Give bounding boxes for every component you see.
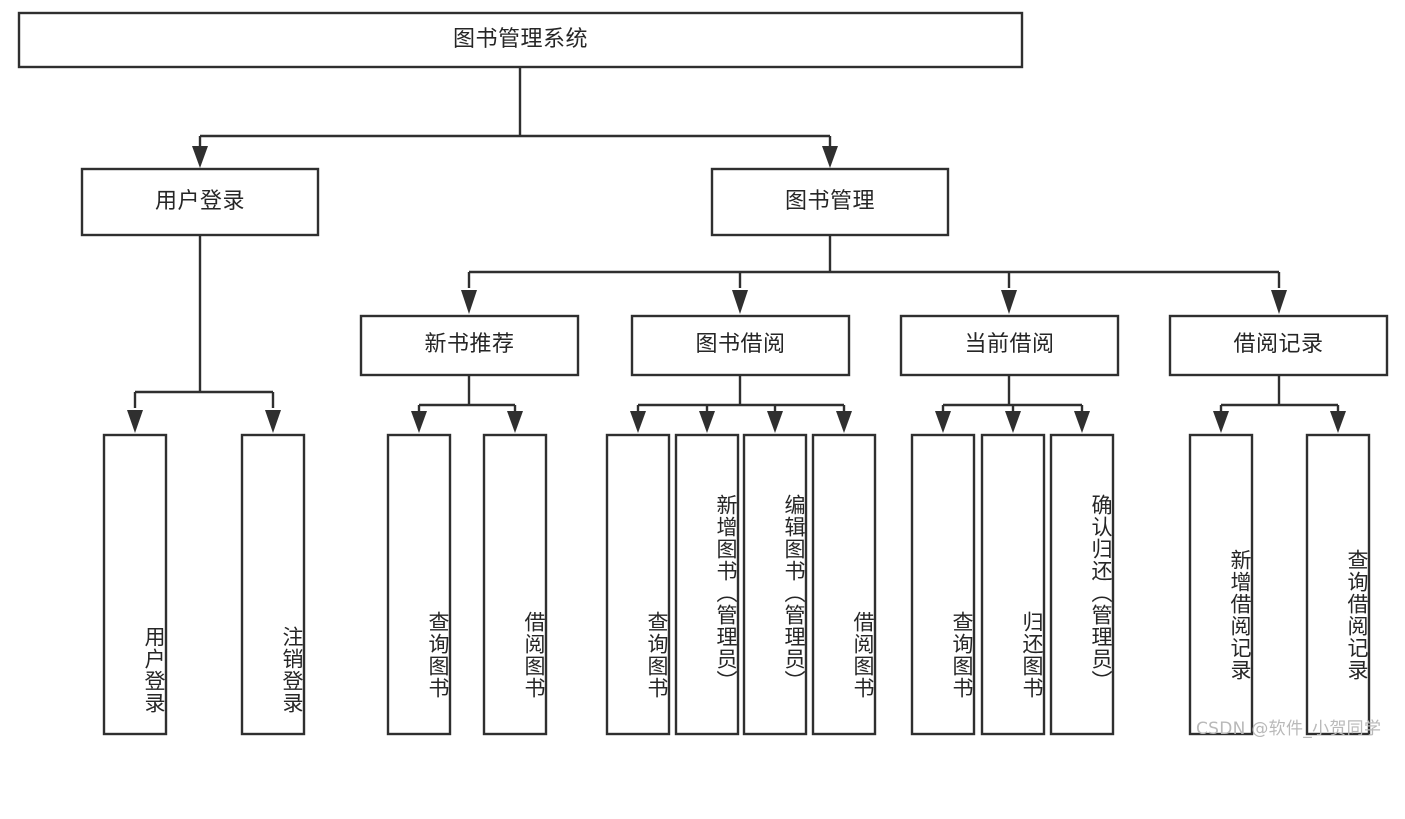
node-box-leaf-user-logout[interactable] [240,433,306,736]
arrow-head-leaf-query-book-3 [935,411,951,433]
node-box-leaf-user-login[interactable] [102,433,168,736]
arrow-head-new-book-recommend [461,290,477,314]
arrow-head-borrow-record [1271,290,1287,314]
arrow-head-leaf-confirm-return [1074,411,1090,433]
node-box-leaf-query-book-3[interactable] [910,433,976,736]
node-box-borrow-record[interactable] [1168,314,1389,377]
node-box-book-management[interactable] [710,167,950,237]
node-box-leaf-query-book-2[interactable] [605,433,671,736]
diagram-canvas-root: 图书管理系统 用户登录 图书管理 新书推荐 图书借阅 当前借阅 借阅记录 用户登… [17,11,1389,739]
node-box-leaf-query-record[interactable] [1305,433,1371,736]
arrow-head-leaf-return-book [1005,411,1021,433]
arrow-head-leaf-query-book-2 [630,411,646,433]
arrow-head-book-borrow [732,290,748,314]
tree-diagram-svg [17,11,1389,736]
node-box-leaf-borrow-book-2[interactable] [811,433,877,736]
node-box-leaf-query-book-1[interactable] [386,433,452,736]
arrow-head-user-login [192,146,208,168]
arrow-head-leaf-add-book [699,411,715,433]
arrow-head-book-management [822,146,838,168]
arrow-head-leaf-borrow-book-2 [836,411,852,433]
node-box-current-borrow[interactable] [899,314,1120,377]
arrow-head-current-borrow [1001,290,1017,314]
node-box-leaf-add-record[interactable] [1188,433,1254,736]
node-box-root[interactable] [17,11,1024,69]
node-box-leaf-confirm-return[interactable] [1049,433,1115,736]
arrow-head-leaf-edit-book [767,411,783,433]
node-box-leaf-add-book[interactable] [674,433,740,736]
arrow-head-leaf-add-record [1213,411,1229,433]
arrow-head-leaf-user-logout [265,410,281,433]
arrow-head-leaf-query-book-1 [411,411,427,433]
arrow-head-leaf-borrow-book-1 [507,411,523,433]
arrow-head-leaf-query-record [1330,411,1346,433]
node-box-leaf-edit-book[interactable] [742,433,808,736]
arrow-head-leaf-user-login [127,410,143,433]
node-box-leaf-return-book[interactable] [980,433,1046,736]
node-box-book-borrow[interactable] [630,314,851,377]
node-box-user-login[interactable] [80,167,320,237]
watermark-text: CSDN @软件_小贺同学 [1196,719,1382,739]
node-box-leaf-borrow-book-1[interactable] [482,433,548,736]
node-box-new-book-recommend[interactable] [359,314,580,377]
